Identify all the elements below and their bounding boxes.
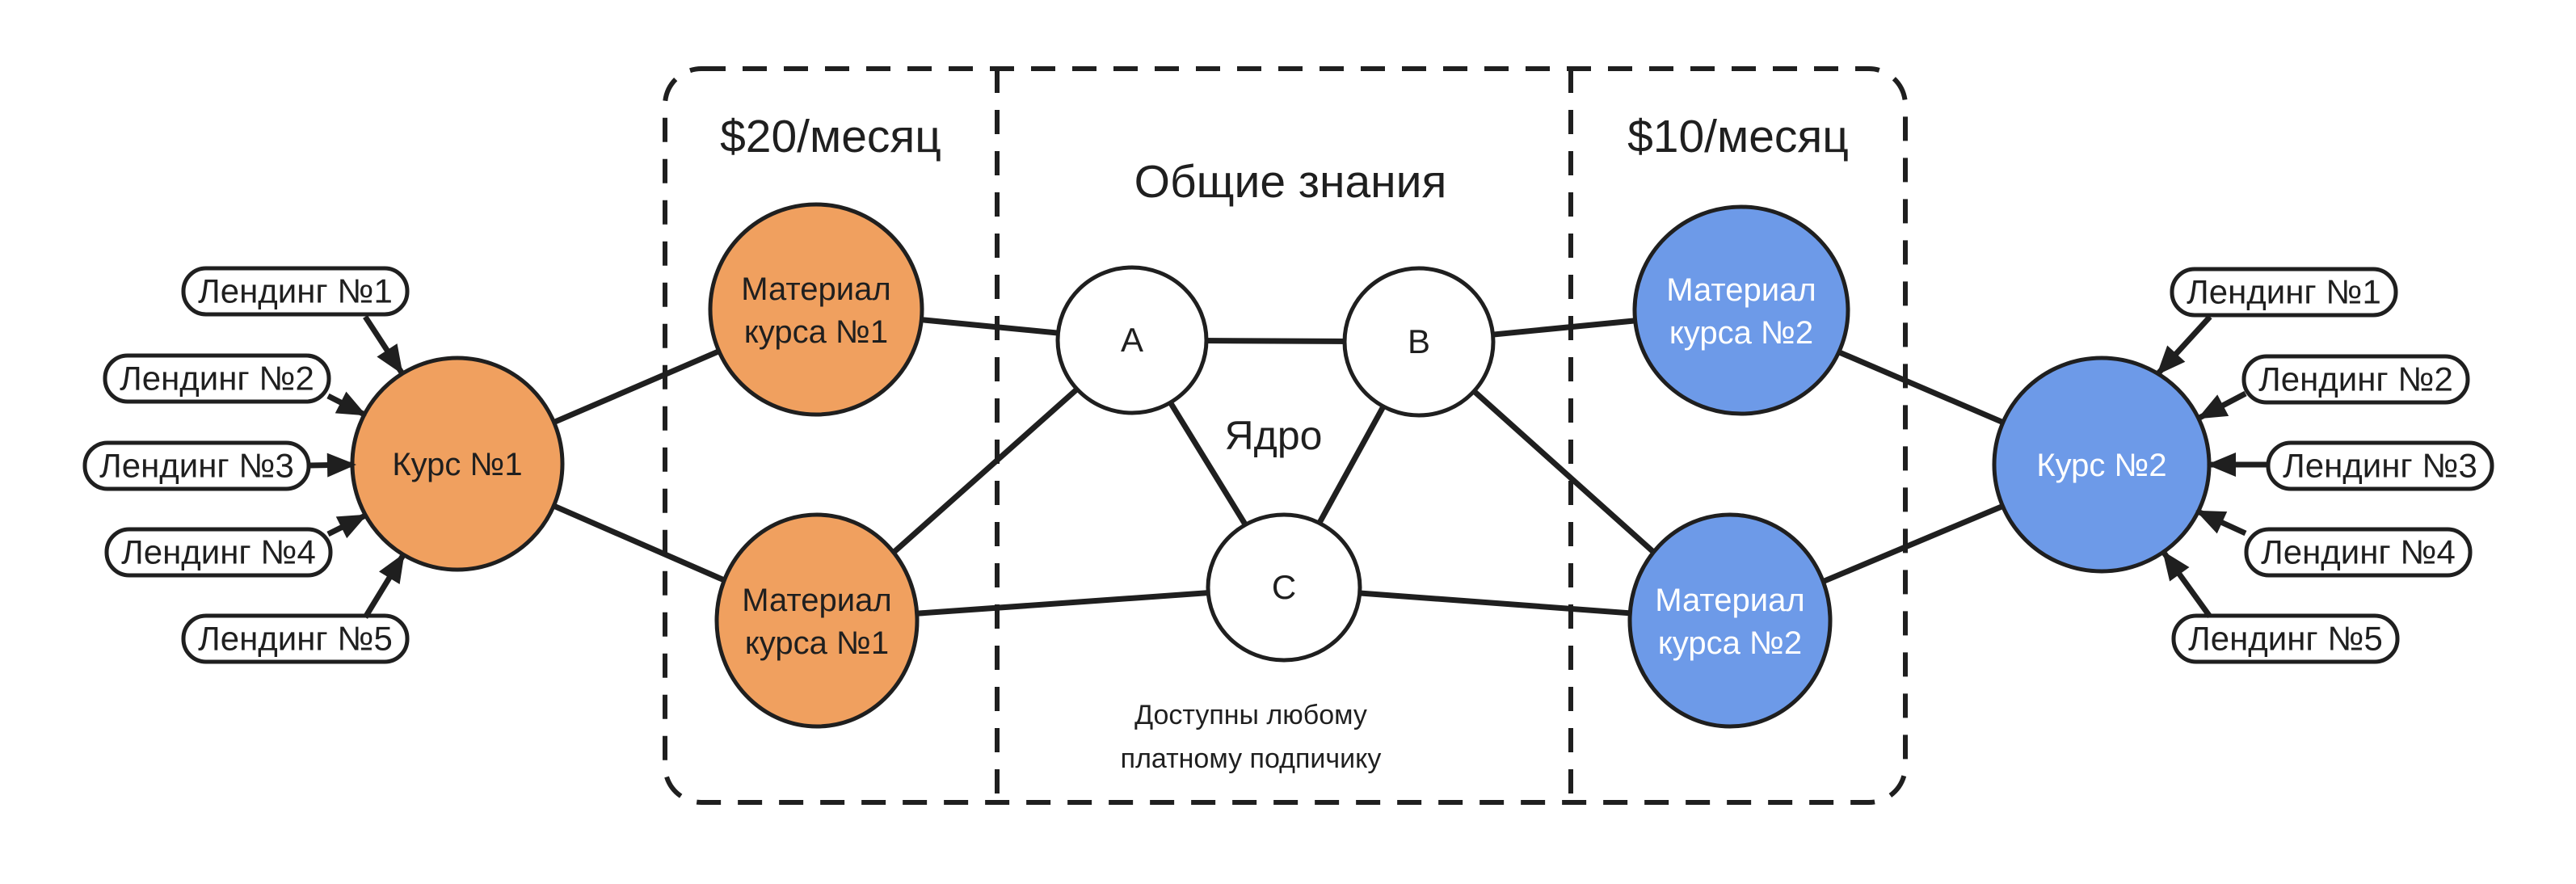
node-material-1-top: Материал курса №1: [708, 202, 924, 417]
node-node-b: B: [1342, 266, 1496, 418]
landing-label-left-5: Лендинг №5: [198, 620, 393, 658]
landing-box-left-3: [82, 440, 311, 491]
node-course-1: Курс №1: [350, 356, 565, 572]
node-label-material-2-top-line2: курса №2: [1669, 315, 1813, 351]
core-caption-line2: платному подпичику: [1121, 743, 1382, 774]
node-circle-node-b: [1342, 266, 1496, 418]
landing-right-2: Лендинг №2: [2241, 354, 2470, 405]
landing-arrow-right-1: [2156, 314, 2212, 376]
landing-label-left-3: Лендинг №3: [99, 447, 294, 485]
landing-left-3: Лендинг №3: [82, 440, 311, 491]
landing-arrow-left-5: [363, 553, 406, 619]
node-circle-material-2-bottom: [1627, 512, 1833, 729]
node-label-material-2-bottom-line2: курса №2: [1658, 625, 1802, 661]
landing-box-left-2: [103, 353, 331, 404]
landing-box-left-4: [104, 527, 333, 578]
node-label-material-2-top-line1: Материал: [1666, 272, 1816, 308]
node-circle-node-a: [1055, 265, 1209, 415]
node-node-a: A: [1055, 265, 1209, 415]
landing-box-right-5: [2171, 613, 2400, 664]
node-label-material-1-top-line2: курса №1: [744, 314, 888, 350]
landing-left-4: Лендинг №4: [104, 527, 333, 578]
landing-label-right-4: Лендинг №4: [2261, 533, 2456, 571]
landing-left-1: Лендинг №1: [181, 266, 410, 317]
landing-label-right-2: Лендинг №2: [2258, 360, 2453, 398]
landing-arrow-right-4: [2195, 508, 2247, 537]
landing-arrow-left-2: [326, 391, 367, 418]
node-circle-material-2-top: [1632, 204, 1850, 416]
node-material-1-bottom: Материал курса №1: [714, 512, 920, 729]
landing-box-right-2: [2241, 354, 2470, 405]
pricing-sections-box: [663, 66, 1908, 805]
landing-label-right-3: Лендинг №3: [2283, 447, 2477, 485]
landing-arrow-right-2: [2197, 390, 2247, 421]
node-label-material-1-top-line1: Материал: [741, 272, 890, 307]
node-circle-material-1-bottom: [714, 512, 920, 729]
core-section-title: Общие знания: [1134, 156, 1447, 208]
node-material-2-top: Материал курса №2: [1632, 204, 1850, 416]
price-right-title: $10/месяц: [1627, 111, 1849, 162]
node-label-material-1-bottom-line2: курса №1: [745, 625, 889, 661]
landing-label-right-5: Лендинг №5: [2188, 620, 2383, 658]
landing-right-1: Лендинг №1: [2170, 267, 2398, 318]
landing-label-left-1: Лендинг №1: [198, 272, 393, 310]
landing-right-3: Лендинг №3: [2266, 440, 2494, 491]
node-course-2: Курс №2: [1992, 356, 2212, 574]
landing-label-right-1: Лендинг №1: [2187, 273, 2381, 311]
landing-label-left-2: Лендинг №2: [120, 360, 314, 398]
landing-arrow-left-1: [363, 315, 404, 375]
landing-left-5: Лендинг №5: [181, 613, 410, 664]
node-label-node-c-line1: C: [1272, 568, 1296, 606]
landing-box-right-4: [2244, 527, 2473, 578]
landing-box-right-1: [2170, 267, 2398, 318]
node-label-course-2-line1: Курс №2: [2036, 448, 2166, 483]
node-label-material-1-bottom-line1: Материал: [742, 583, 891, 618]
landing-arrow-left-4: [326, 512, 368, 539]
price-left-title: $20/месяц: [720, 111, 941, 162]
core-caption-line1: Доступны любому: [1134, 700, 1367, 730]
node-node-c: C: [1206, 512, 1362, 663]
landing-box-left-5: [181, 613, 410, 664]
node-label-material-2-bottom-line1: Материал: [1655, 583, 1804, 618]
node-circle-node-c: [1206, 512, 1362, 663]
landing-right-5: Лендинг №5: [2171, 613, 2400, 664]
node-label-node-a-line1: A: [1121, 321, 1143, 359]
node-label-node-b-line1: B: [1408, 322, 1430, 360]
core-label: Ядро: [1225, 413, 1323, 458]
node-circle-material-1-top: [708, 202, 924, 417]
node-label-course-1-line1: Курс №1: [392, 447, 522, 482]
landing-arrow-right-5: [2161, 550, 2212, 619]
landing-box-left-1: [181, 266, 410, 317]
landing-left-2: Лендинг №2: [103, 353, 331, 404]
landing-right-4: Лендинг №4: [2244, 527, 2473, 578]
node-material-2-bottom: Материал курса №2: [1627, 512, 1833, 729]
landing-label-left-4: Лендинг №4: [121, 533, 316, 571]
